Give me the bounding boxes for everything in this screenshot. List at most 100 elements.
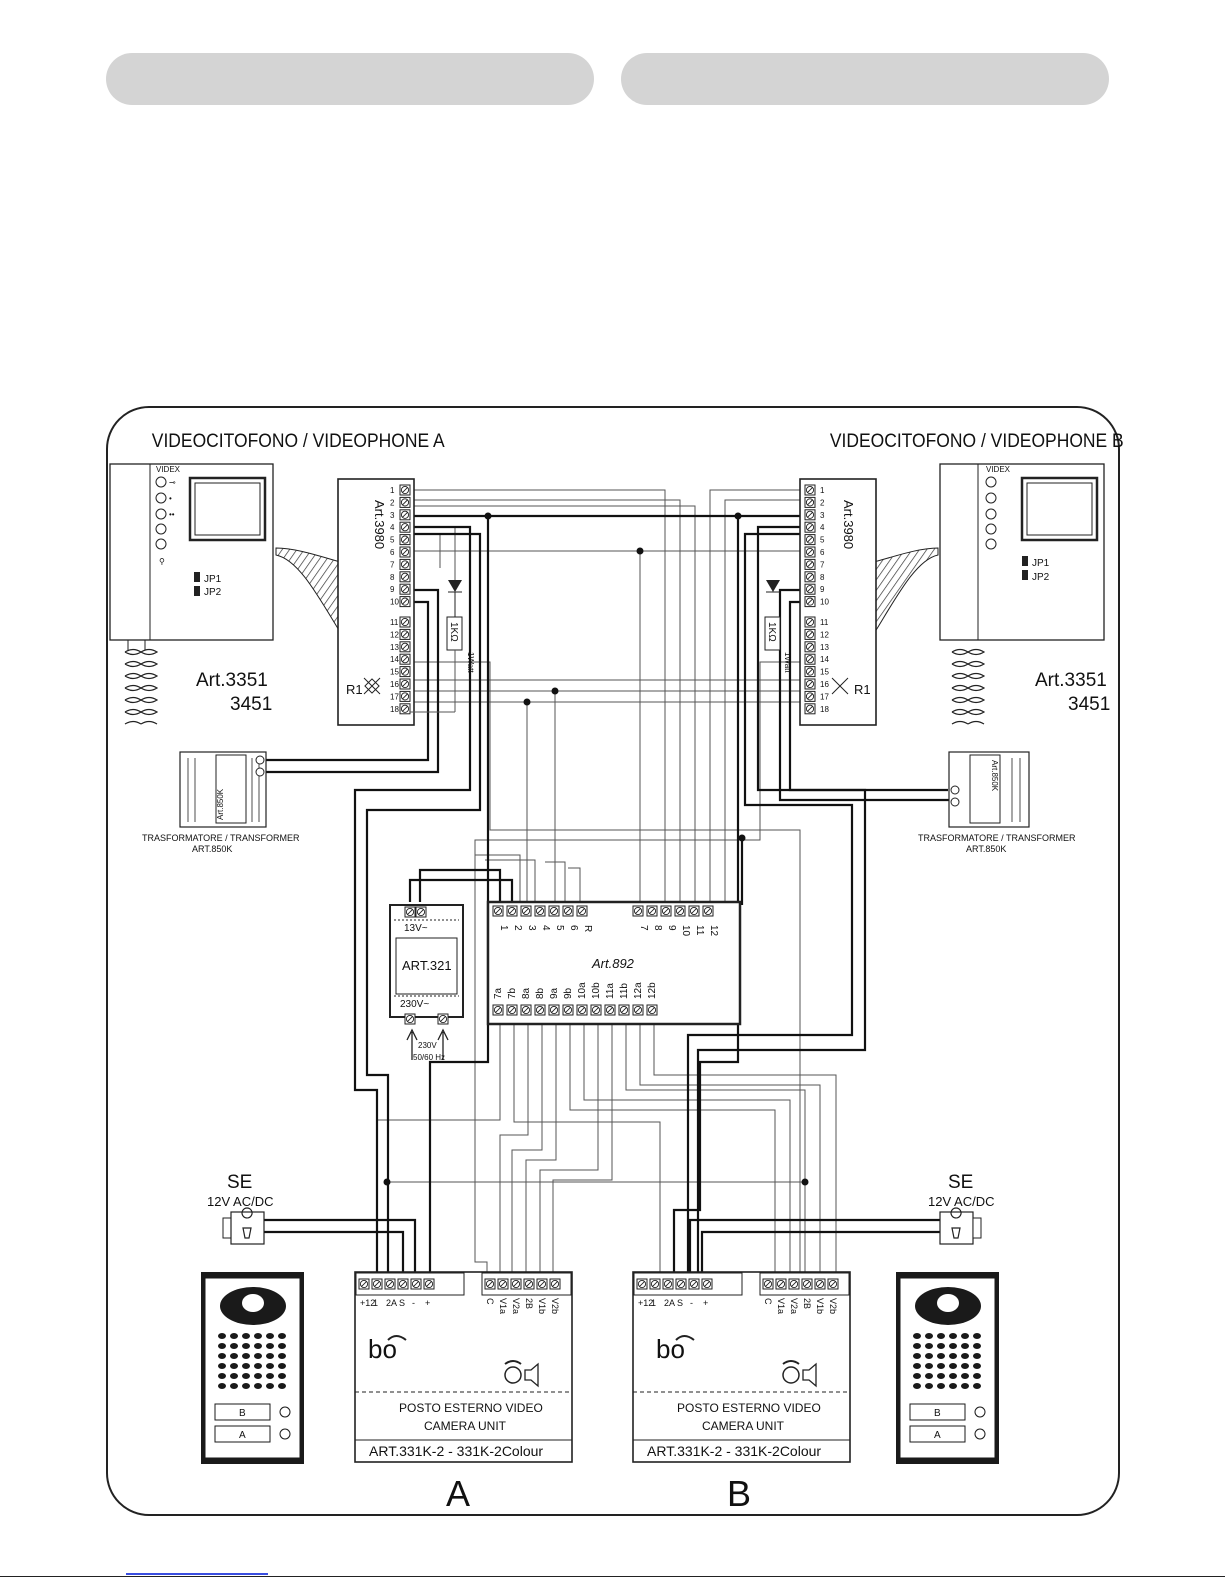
key-icon xyxy=(155,476,167,488)
camera-b-letter: B xyxy=(727,1473,751,1514)
camera-b-line1: POSTO ESTERNO VIDEO xyxy=(677,1401,821,1415)
camera_a-terminal-left-label: 1 xyxy=(373,1298,378,1308)
psu-out: 13V~ xyxy=(404,923,428,934)
psu-in: 230V~ xyxy=(400,999,429,1010)
psu-model: ART.321 xyxy=(402,958,452,973)
grill-dot xyxy=(937,1373,945,1379)
diagram-frame xyxy=(106,406,1120,1516)
switcher-top-label: 12 xyxy=(708,925,719,937)
handset-cord-icon xyxy=(124,648,143,725)
camera_b-terminal-right-label: C xyxy=(763,1298,773,1305)
switcher-bottom-terminal xyxy=(604,1004,616,1016)
camera_b-terminal-right-label: V2b xyxy=(828,1298,838,1314)
cross-icon xyxy=(363,677,381,695)
module-a-terminal xyxy=(399,484,411,496)
camera_b-terminal-left xyxy=(675,1278,687,1290)
module-b-terminal xyxy=(804,509,816,521)
camera-b-line2: CAMERA UNIT xyxy=(702,1419,785,1433)
module-b-terminal xyxy=(804,678,816,690)
switcher-top-label: 1 xyxy=(498,925,509,931)
videophone-a-model2: 3451 xyxy=(230,694,272,715)
module-b-terminal-number: 1 xyxy=(820,486,825,495)
module-b-terminal xyxy=(804,616,816,628)
grill-dot xyxy=(218,1373,226,1379)
module-a-terminal-number: 11 xyxy=(390,618,399,627)
module-a-terminal-number: 1 xyxy=(390,486,395,495)
videophone-a-screen xyxy=(188,476,267,542)
lock-a-spec: 12V AC/DC xyxy=(207,1194,273,1209)
grill-dot xyxy=(937,1343,945,1349)
grill-dot xyxy=(961,1333,969,1339)
grill-dot xyxy=(973,1333,981,1339)
grill-dot xyxy=(913,1363,921,1369)
grill-dot xyxy=(230,1333,238,1339)
grill-dot xyxy=(254,1383,262,1389)
camera_b-terminal-right xyxy=(814,1278,826,1290)
cross-icon xyxy=(831,677,849,695)
camera_a-terminal-left-label: 2A xyxy=(386,1298,397,1308)
switcher-bottom-terminal xyxy=(506,1004,518,1016)
module-a-label: Art.3980 xyxy=(372,500,387,549)
module-a-terminal xyxy=(399,666,411,678)
panel-a-button-bottom: A xyxy=(239,1430,246,1441)
switcher-bottom-label: 8b xyxy=(535,987,546,999)
camera_a-terminal-left-label: S xyxy=(399,1298,405,1308)
switcher-top-terminal xyxy=(492,905,504,917)
module-a-terminal-number: 7 xyxy=(390,560,395,569)
grill-dot xyxy=(266,1343,274,1349)
videophone-b-jp2: JP2 xyxy=(1032,572,1050,583)
transformer-b-caption: TRASFORMATORE / TRANSFORMER xyxy=(918,833,1076,843)
grill-dot xyxy=(949,1333,957,1339)
grill-dot xyxy=(973,1343,981,1349)
grill-dot xyxy=(925,1343,933,1349)
module-b-terminal xyxy=(804,641,816,653)
grill-dot xyxy=(230,1383,238,1389)
svg-text:⚲: ⚲ xyxy=(159,557,165,566)
camera-a-line1: POSTO ESTERNO VIDEO xyxy=(399,1401,543,1415)
grill-dot xyxy=(925,1333,933,1339)
camera-a-logo: bo xyxy=(368,1334,397,1364)
module-a-terminal xyxy=(399,571,411,583)
switcher-bottom-terminal xyxy=(646,1004,658,1016)
camera_b-terminal-left-label: + xyxy=(703,1298,708,1308)
videophone-b: VIDEX JP1 JP2 xyxy=(847,463,1105,725)
switcher-bottom-label: 11b xyxy=(619,983,630,999)
transformer-a-caption: TRASFORMATORE / TRANSFORMER xyxy=(142,833,300,843)
switcher-top-label: 7 xyxy=(638,925,649,931)
transformer-b-body: Art.850K xyxy=(990,760,999,792)
module-a-terminal xyxy=(399,596,411,608)
camera_a-terminal-left xyxy=(358,1278,370,1290)
switcher-top-label: 5 xyxy=(554,925,565,931)
psu-321: 13V~ ART.321 230V~ 230V 50/60 Hz xyxy=(389,904,464,1062)
diode-icon xyxy=(448,580,462,592)
module-a-terminal-number: 3 xyxy=(390,511,395,520)
camera_b-terminal-left-label: +12 xyxy=(638,1298,653,1308)
panel-b-button-top: B xyxy=(934,1408,941,1419)
module-a-terminal-number: 16 xyxy=(390,680,399,689)
module-b-terminal-number: 12 xyxy=(820,630,829,639)
module-a-terminal-number: 4 xyxy=(390,523,395,532)
module-b-terminal xyxy=(804,546,816,558)
videophone-a-title: VIDEOCITOFONO / VIDEOPHONE A xyxy=(152,429,446,451)
camera_a-terminal-left-label: +12 xyxy=(360,1298,375,1308)
module-b-terminal xyxy=(804,653,816,665)
switcher-top-terminal xyxy=(646,905,658,917)
module-b-terminal xyxy=(804,596,816,608)
grill-dot xyxy=(937,1353,945,1359)
camera_a-terminal-left xyxy=(371,1278,383,1290)
grill-dot xyxy=(218,1343,226,1349)
camera_b-terminal-left xyxy=(688,1278,700,1290)
module-a-terminal-number: 5 xyxy=(390,536,395,545)
grill-dot xyxy=(937,1363,945,1369)
grill-dot xyxy=(278,1373,286,1379)
camera_b-terminal-left xyxy=(701,1278,713,1290)
grill-dot xyxy=(961,1373,969,1379)
transformer-a: Art.850K xyxy=(179,751,267,828)
camera_b-terminal-right xyxy=(788,1278,800,1290)
camera_b-terminal-left-label: 2A xyxy=(664,1298,675,1308)
videophone-a-jp2: JP2 xyxy=(204,587,222,598)
switcher-top-terminal xyxy=(534,905,546,917)
switcher-top-terminal xyxy=(562,905,574,917)
lock-b xyxy=(939,1207,982,1245)
